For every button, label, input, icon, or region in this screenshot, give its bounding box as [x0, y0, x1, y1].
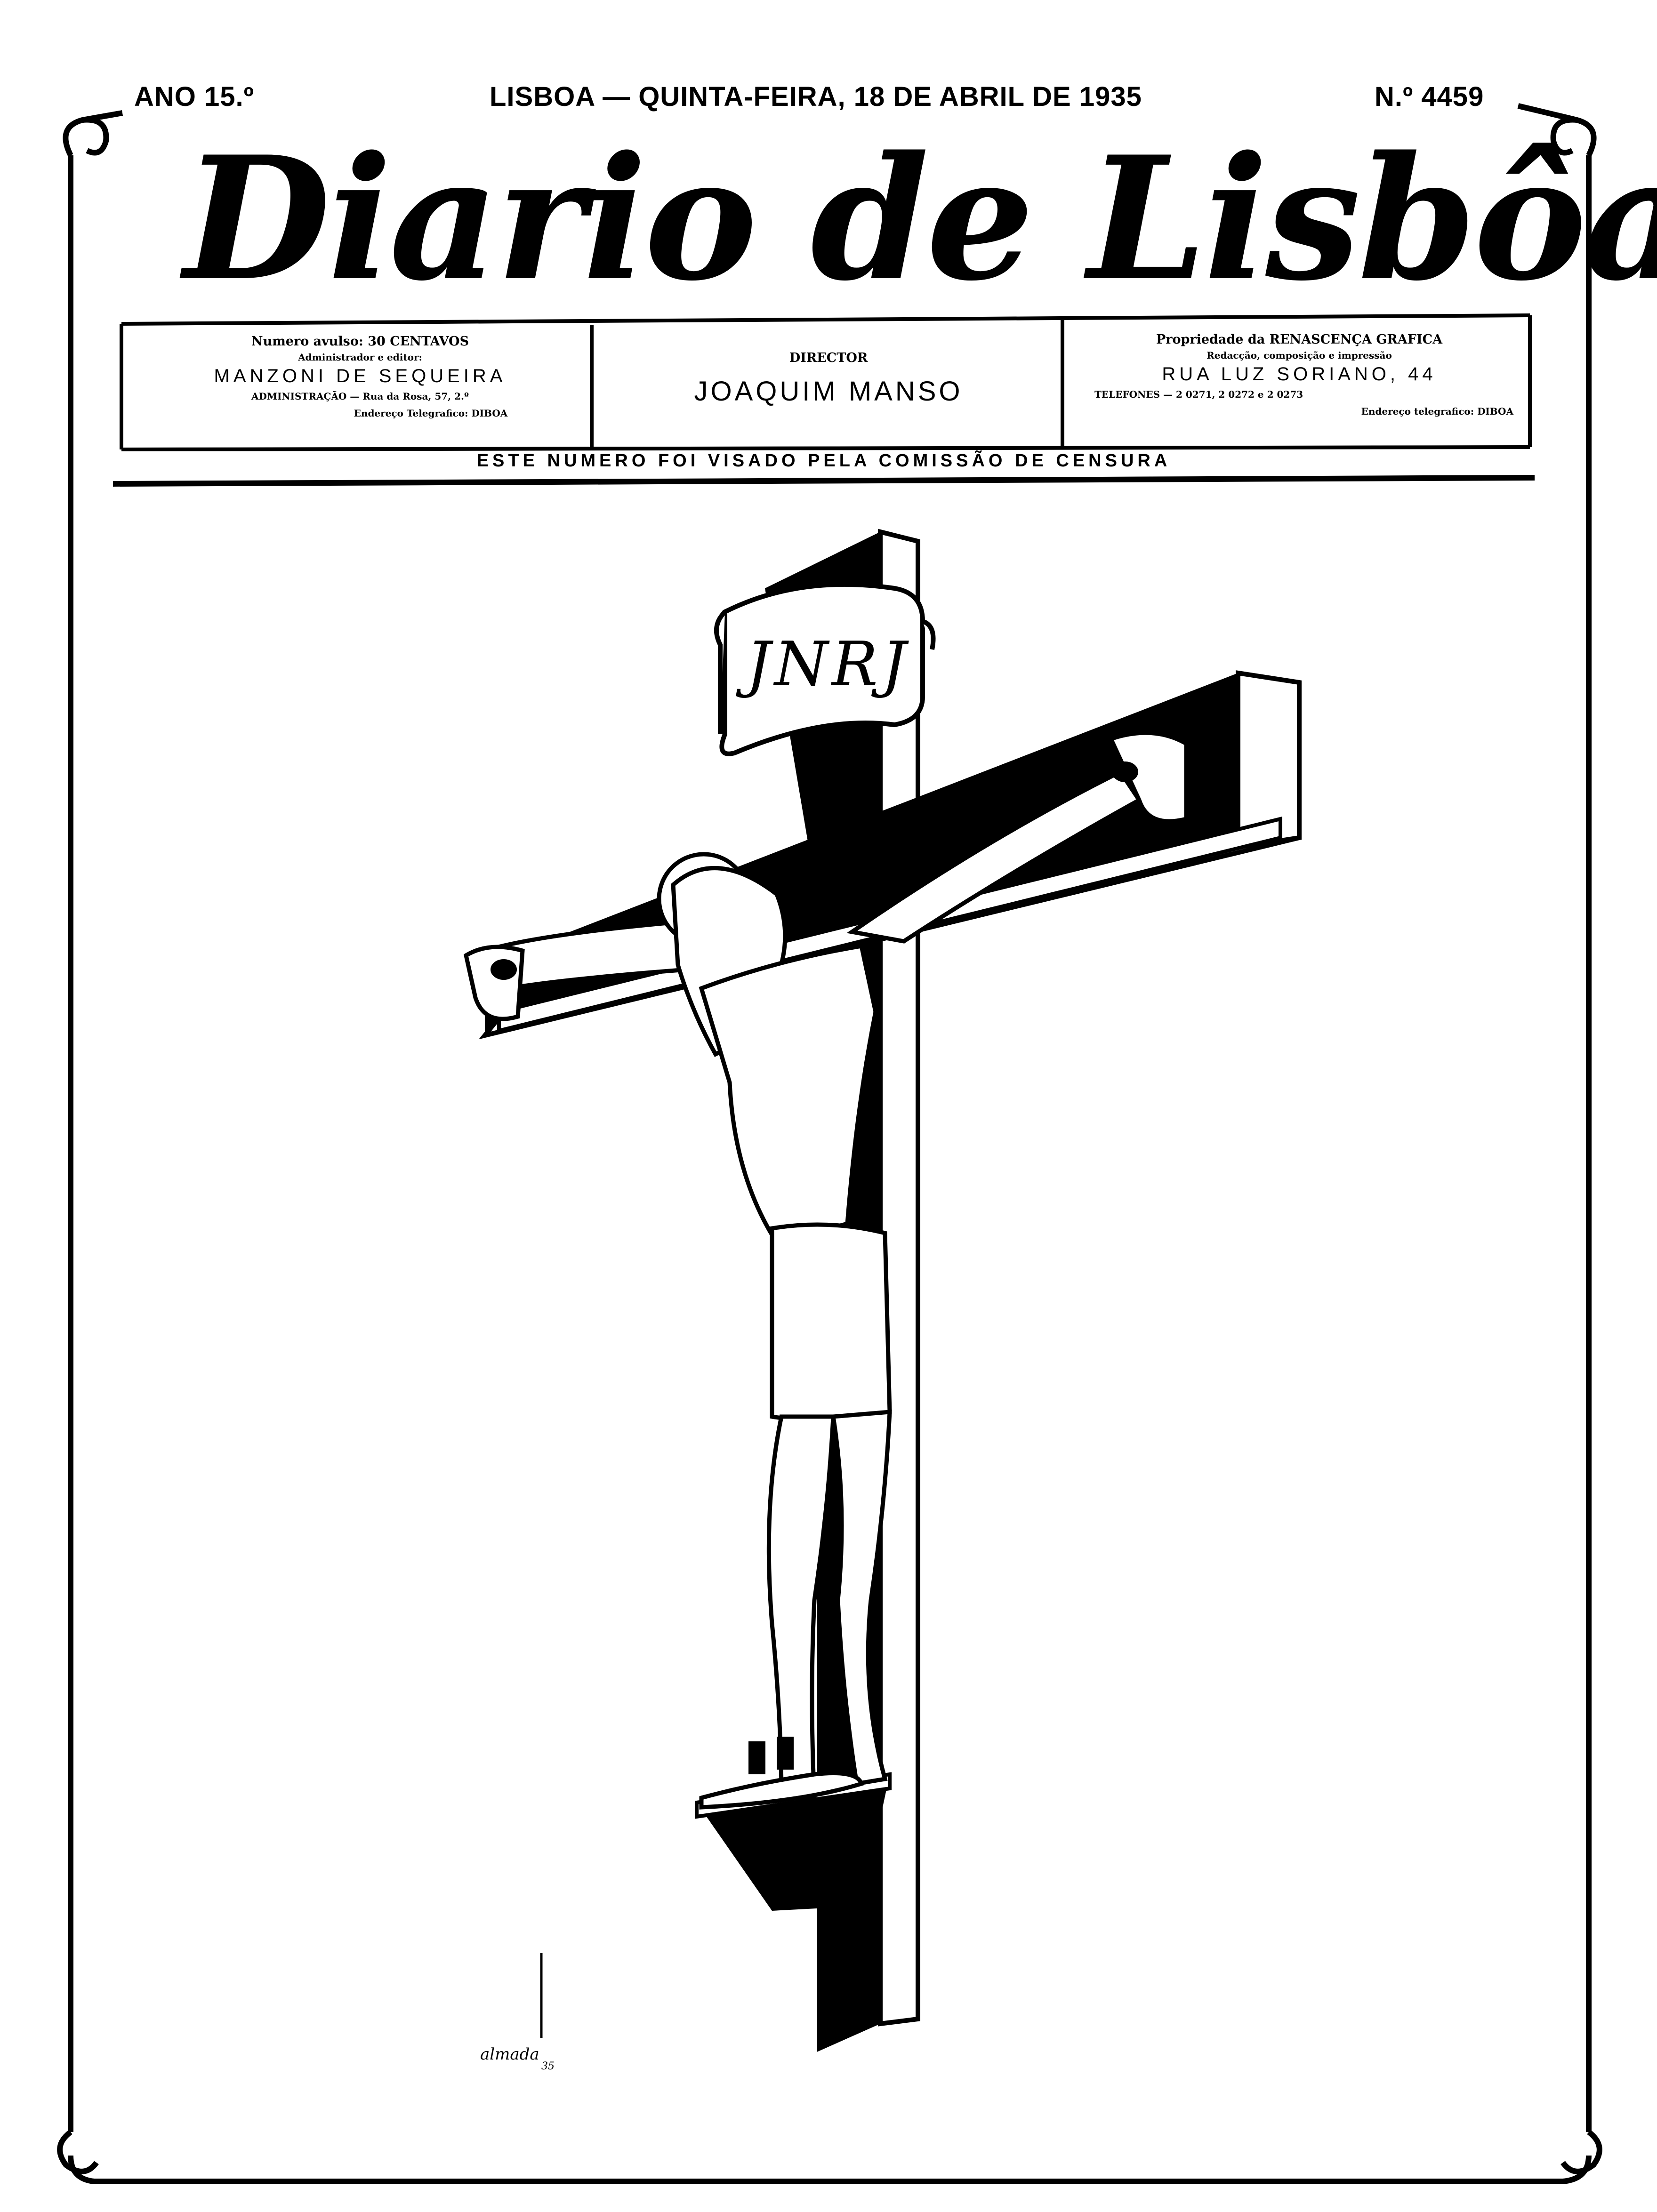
editor-name: MANZONI DE SEQUEIRA [214, 366, 507, 386]
signature-year: 35 [541, 2060, 555, 2072]
telephones: TELEFONES — 2 0271, 2 0272 e 2 0273 [1094, 389, 1303, 400]
editorial-label: Redacção, composição e impressão [1207, 350, 1392, 361]
director-name: JOAQUIM MANSO [694, 376, 963, 407]
editorial-address: RUA LUZ SORIANO, 44 [1162, 364, 1437, 385]
titulus-scroll [714, 582, 936, 756]
info-box-director: DIRECTOR JOAQUIM MANSO [595, 325, 1062, 449]
info-box-right: Propriedade da RENASCENÇA GRAFICA Redacç… [1066, 325, 1532, 449]
director-label: DIRECTOR [789, 351, 868, 365]
christ-figure [463, 730, 1189, 1810]
issue-year: ANO 15.º [134, 81, 254, 112]
price-line: Numero avulso: 30 CENTAVOS [251, 334, 469, 349]
artist-signature: almada [480, 2045, 539, 2064]
newspaper-masthead: Diario de Lisbôa [184, 119, 1657, 318]
censorship-notice: ESTE NUMERO FOI VISADO PELA COMISSÃO DE … [476, 451, 1171, 471]
administration-address: ADMINISTRAÇÃO — Rua da Rosa, 57, 2.º [251, 391, 469, 402]
editor-label: Administrador e editor: [298, 352, 422, 363]
owner-line: Propriedade da RENASCENÇA GRAFICA [1156, 332, 1443, 347]
info-box-left: Numero avulso: 30 CENTAVOS Administrador… [127, 325, 593, 449]
telegraph-address-right: Endereço telegrafico: DIBOA [1361, 406, 1513, 417]
telegraph-address-left: Endereço Telegrafico: DIBOA [354, 408, 508, 419]
nails [491, 761, 1138, 1774]
dateline: LISBOA — QUINTA-FEIRA, 18 DE ABRIL DE 19… [490, 81, 1142, 112]
titulus-inscription: JNRJ [746, 628, 910, 700]
issue-number: N.º 4459 [1375, 81, 1484, 112]
